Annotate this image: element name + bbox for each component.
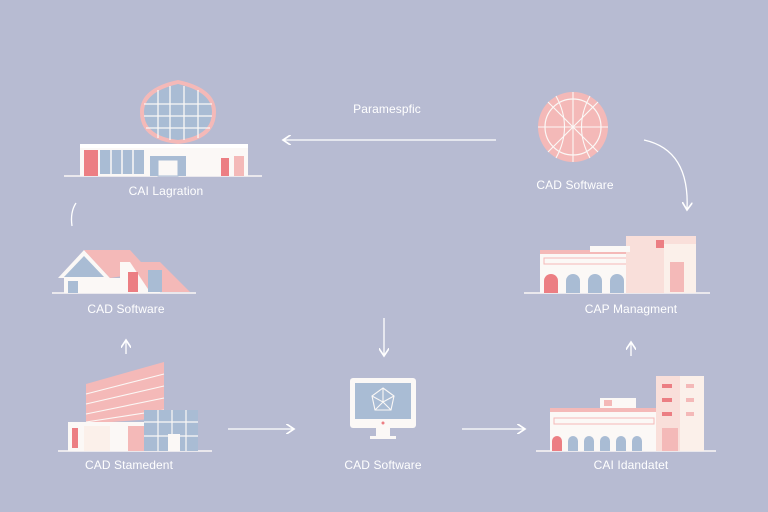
- connector-curve-left: [70, 202, 77, 227]
- node-label-mid-left: CAD Software: [87, 302, 165, 316]
- node-label-bottom-right: CAI Idandatet: [593, 458, 669, 472]
- node-label-bottom-left: CAD Stamedent: [84, 458, 174, 472]
- node-label-top-right: CAD Software: [536, 178, 614, 192]
- node-label-top-left: CAI Lagration: [128, 184, 204, 198]
- top-arrow-label: Paramespfic: [353, 102, 421, 116]
- arrow-curve-right: [643, 139, 687, 210]
- node-label-bottom-center: CAD Software: [344, 458, 422, 472]
- node-label-mid-right: CAP Managment: [584, 302, 678, 316]
